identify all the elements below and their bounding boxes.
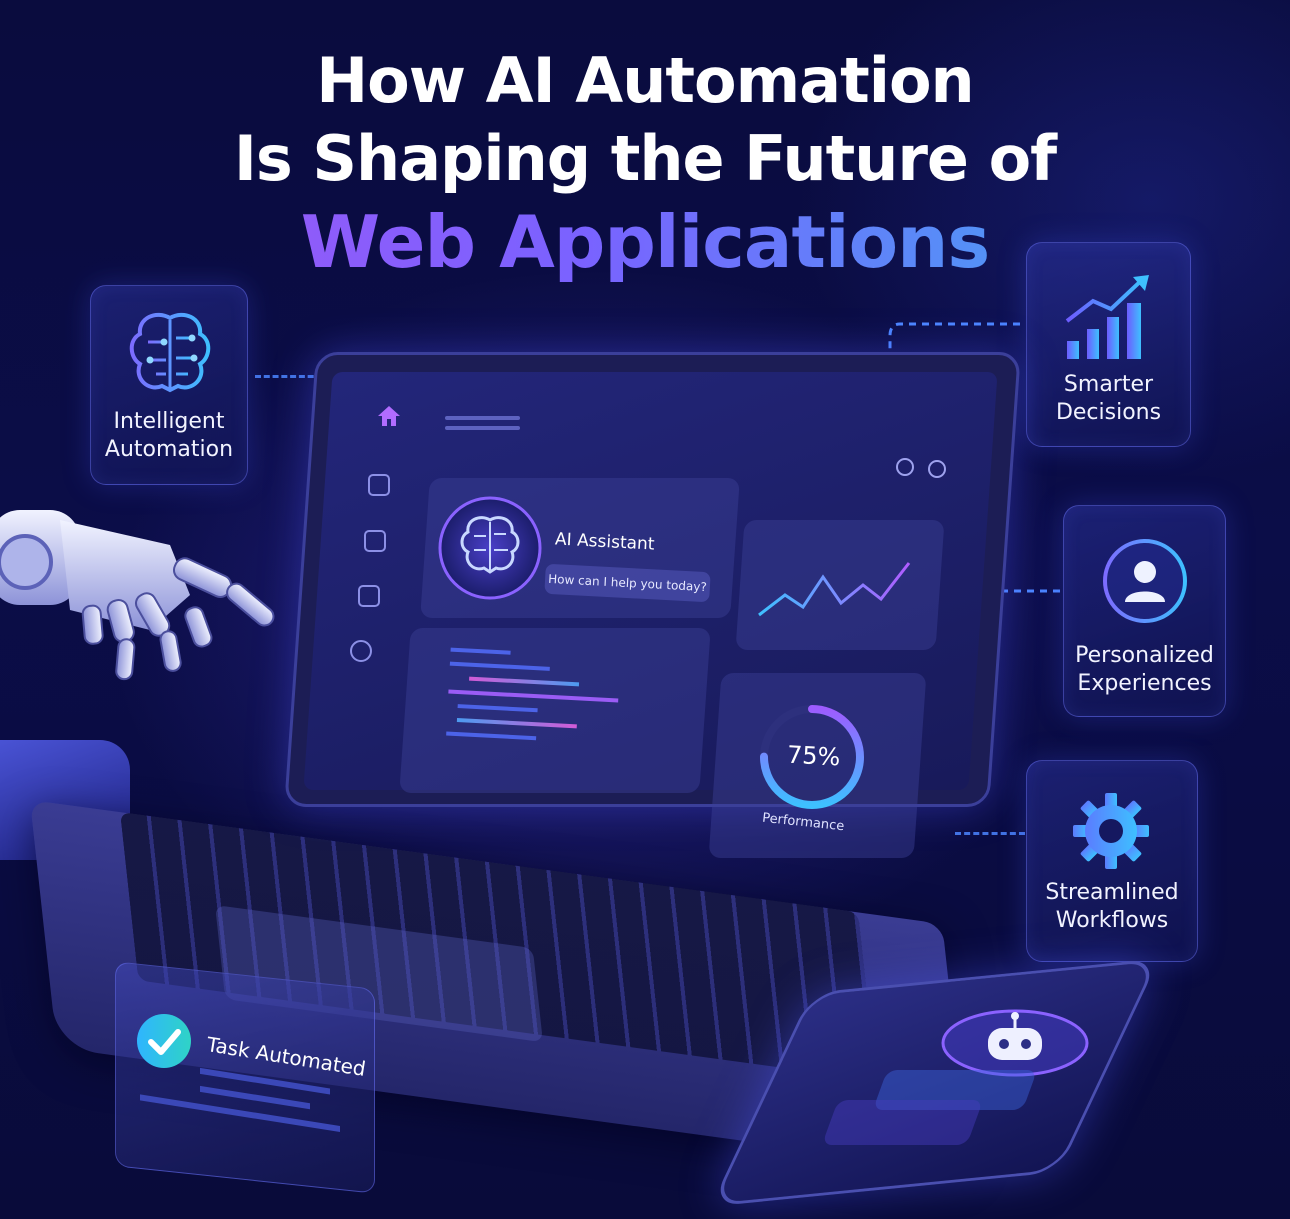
sidebar-nav-icon[interactable]: [358, 585, 380, 607]
feature-card-streamlined-workflows: Streamlined Workflows: [1026, 760, 1198, 962]
sidebar-nav-icon[interactable]: [368, 474, 390, 496]
feature-card-personalized-experiences: Personalized Experiences: [1063, 505, 1226, 717]
feature-label: Intelligent Automation: [104, 409, 234, 462]
line-chart-widget: [758, 562, 911, 617]
brain-icon: [129, 312, 211, 393]
phone-message-bubble: [821, 1100, 984, 1145]
performance-value: 75%: [786, 740, 842, 772]
check-icon: [137, 1014, 191, 1068]
feature-card-intelligent-automation: Intelligent Automation: [90, 285, 248, 485]
feature-label: Personalized Experiences: [1075, 643, 1214, 696]
feature-card-smarter-decisions: Smarter Decisions: [1026, 242, 1191, 447]
sidebar-nav-icon[interactable]: [364, 530, 386, 552]
headline-line-2: Is Shaping the Future of: [233, 122, 1057, 195]
headline-line-1: How AI Automation: [316, 44, 974, 117]
feature-label: Smarter Decisions: [1055, 372, 1162, 425]
connector-left: [255, 375, 340, 378]
gear-icon: [1073, 793, 1149, 869]
topbar-text-lines: [445, 416, 520, 420]
performance-ring: [760, 705, 864, 809]
brain-icon: [438, 496, 542, 600]
headline-line-3: Web Applications: [0, 200, 1290, 284]
connector-lower-right: [955, 832, 1025, 835]
sidebar-nav-icon[interactable]: [350, 640, 372, 662]
code-lines: [445, 647, 621, 757]
robot-hand: [0, 510, 314, 681]
profile-icon[interactable]: [928, 460, 946, 478]
search-icon[interactable]: [896, 458, 914, 476]
user-icon: [1103, 539, 1187, 623]
home-icon[interactable]: [376, 404, 402, 428]
feature-label: Streamlined Workflows: [1045, 880, 1179, 933]
bar-chart-up-icon: [1065, 275, 1149, 359]
robot-face-icon: [941, 1009, 1089, 1077]
